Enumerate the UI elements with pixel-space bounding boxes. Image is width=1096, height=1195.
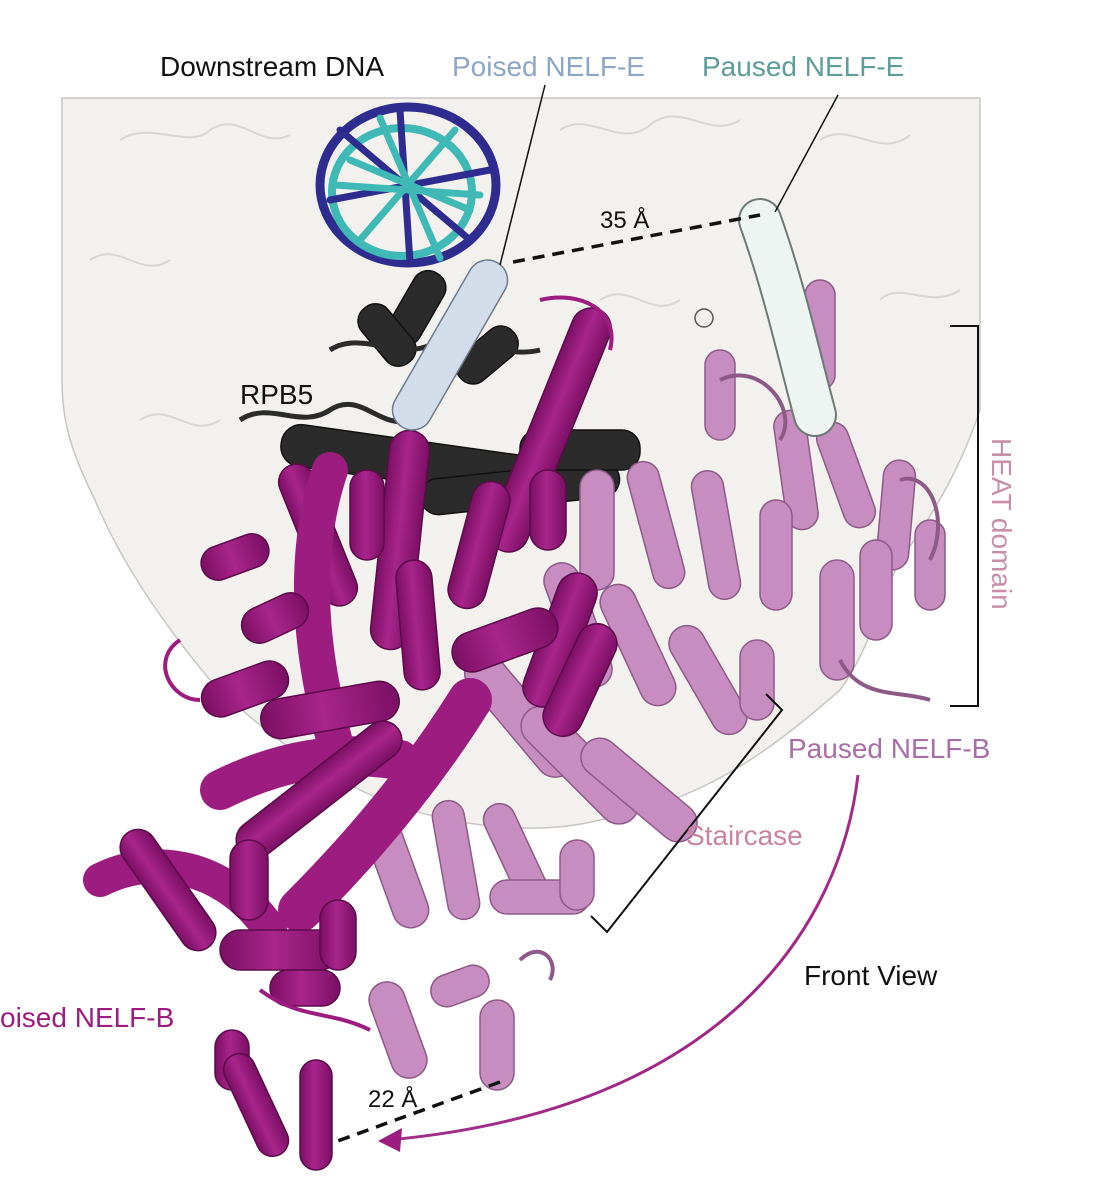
poised-nelf-e-leader bbox=[499, 84, 546, 266]
transition-arrow bbox=[378, 774, 860, 1152]
paused-nelf-e-helix bbox=[738, 198, 837, 437]
poised-nelf-e-label: Poised NELF-E bbox=[452, 51, 645, 82]
downstream-dna bbox=[315, 102, 501, 268]
distance-top-label: 35 Å bbox=[600, 206, 649, 234]
rpb5-label: RPB5 bbox=[240, 379, 313, 410]
poised-nelf-b-label: oised NELF-B bbox=[0, 1002, 174, 1033]
distance-bottom-label: 22 Å bbox=[368, 1085, 417, 1113]
paused-nelf-e-label: Paused NELF-E bbox=[702, 51, 904, 82]
heat-domain-label: HEAT domain bbox=[986, 438, 1017, 610]
poised-nelf-e-helix bbox=[391, 259, 509, 431]
staircase-bracket bbox=[590, 693, 784, 934]
distance-line-bottom bbox=[334, 1080, 501, 1144]
front-view-label: Front View bbox=[804, 960, 938, 991]
heat-domain-bracket bbox=[950, 325, 979, 707]
downstream-dna-label: Downstream DNA bbox=[160, 51, 384, 82]
paused-nelf-b-label: Paused NELF-B bbox=[788, 733, 990, 764]
paused-nelf-e-leader bbox=[774, 94, 839, 213]
distance-line-top bbox=[512, 213, 761, 264]
staircase-label: Staircase bbox=[686, 820, 803, 851]
poised-nelf-b bbox=[83, 295, 618, 1171]
